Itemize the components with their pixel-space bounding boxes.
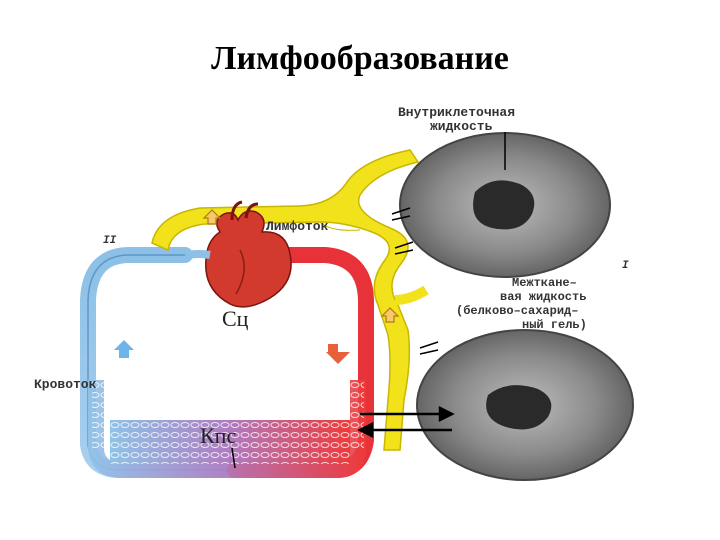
venous-flow-arrow — [114, 340, 134, 358]
label-intracellular-2: жидкость — [430, 119, 493, 134]
diffusion-arrows — [391, 207, 439, 355]
label-roman-two: II — [103, 235, 117, 247]
lymph-flow-arrow-top — [202, 209, 222, 225]
label-interstitial-2: вая жидкость — [500, 290, 586, 304]
heart-icon — [187, 200, 292, 308]
label-blood-flow: Кровоток — [34, 377, 97, 392]
label-heart: Сц — [222, 306, 249, 331]
arterial-flow-arrow — [326, 344, 350, 364]
lymph-vessel — [151, 149, 429, 451]
label-capillary: Кпс — [200, 423, 236, 448]
label-interstitial-1: Межткане– — [512, 276, 577, 290]
pointer-capillary — [231, 447, 236, 469]
lymph-flow-arrow-mid — [380, 307, 400, 323]
upper-cell-nucleus — [473, 180, 535, 230]
label-lymph-flow: Лимфоток — [266, 219, 329, 234]
lower-cell — [416, 329, 634, 481]
label-interstitial-4: ный гель) — [522, 318, 587, 332]
label-interstitial-3: (белково–сахарид– — [456, 303, 578, 318]
exchange-arrows — [357, 405, 455, 439]
lower-cell-nucleus — [486, 385, 552, 430]
capillary-bed — [88, 380, 366, 478]
slide-title: Лимфообразование — [211, 40, 509, 77]
label-intracellular-1: Внутриклеточная — [398, 105, 515, 120]
label-roman-one: I — [622, 260, 629, 272]
